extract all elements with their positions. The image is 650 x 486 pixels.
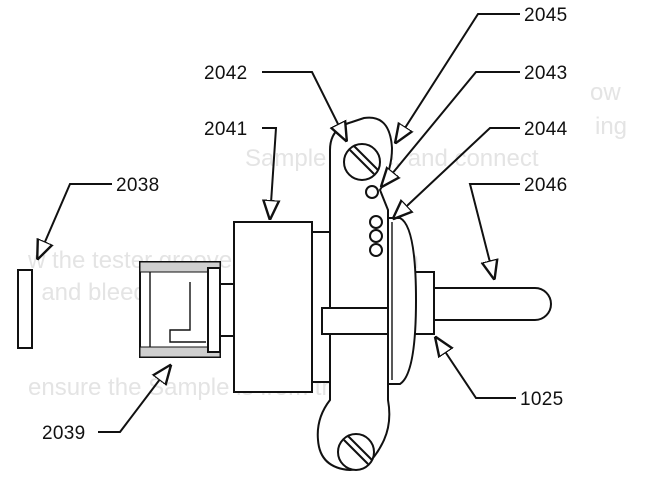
leader-2046 bbox=[468, 183, 520, 278]
leader-2043 bbox=[382, 71, 520, 186]
bleed-text-line-2: ing bbox=[595, 113, 627, 140]
label-2038: 2038 bbox=[116, 175, 159, 196]
label-2041: 2041 bbox=[204, 119, 247, 140]
leader-2045 bbox=[396, 13, 520, 142]
part-2038-strip bbox=[17, 269, 33, 349]
leader-2039 bbox=[98, 366, 170, 433]
clamp-band bbox=[321, 307, 389, 335]
label-1025: 1025 bbox=[520, 389, 563, 410]
part-2041-body bbox=[233, 221, 313, 393]
leader-lines bbox=[38, 13, 520, 433]
leader-2044 bbox=[394, 127, 520, 218]
detent-ball-2 bbox=[369, 229, 383, 243]
label-2043: 2043 bbox=[524, 63, 567, 84]
leader-2038 bbox=[38, 183, 112, 258]
bleed-text-line-1: ow bbox=[590, 79, 621, 106]
part-2042-screw bbox=[343, 143, 381, 181]
upper-screw-slot-b bbox=[353, 145, 379, 171]
upper-screw-slot-a bbox=[349, 149, 375, 175]
leader-1025 bbox=[436, 338, 516, 399]
connector-neck bbox=[219, 283, 235, 337]
leader-2041 bbox=[262, 127, 276, 218]
label-2045: 2045 bbox=[524, 5, 567, 26]
lower-screw bbox=[337, 433, 375, 471]
ball-detents bbox=[369, 215, 383, 257]
part-2046-shaft bbox=[433, 287, 552, 321]
leader-2042 bbox=[262, 71, 346, 140]
label-2046: 2046 bbox=[524, 175, 567, 196]
lever-arm bbox=[316, 116, 394, 472]
part-2043-hole bbox=[365, 185, 379, 199]
detent-ball-1 bbox=[369, 215, 383, 229]
part-2044-plate bbox=[387, 217, 418, 385]
reference-labels: 2045 2042 2043 2041 2044 2038 2046 1025 … bbox=[42, 5, 568, 444]
lower-screw-slot-b bbox=[347, 435, 373, 461]
lower-screw-slot-a bbox=[343, 439, 369, 465]
label-2044: 2044 bbox=[524, 119, 568, 140]
coupling-flange bbox=[207, 267, 221, 353]
coupling-inner-step bbox=[169, 282, 206, 343]
detent-ball-3 bbox=[369, 243, 383, 257]
label-2042: 2042 bbox=[204, 63, 247, 84]
label-2039: 2039 bbox=[42, 423, 85, 444]
part-2039-coupling bbox=[139, 261, 221, 358]
